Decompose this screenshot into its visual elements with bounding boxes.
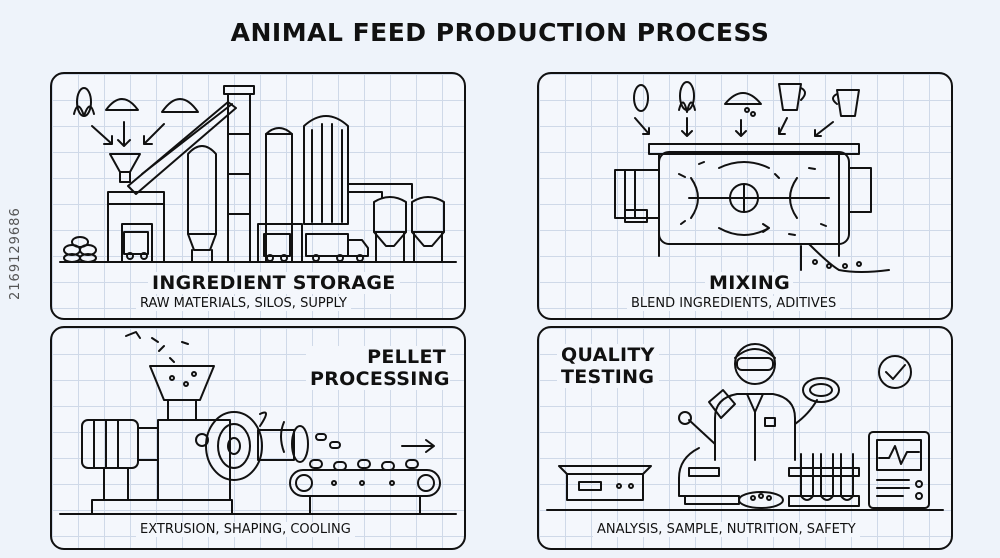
quality-subtitle: ANALYSIS, SAMPLE, NUTRITION, SAFETY — [593, 522, 860, 537]
pitcher-icon — [836, 89, 860, 117]
pellet-heading-line2: PROCESSING — [310, 368, 450, 390]
pellet-subtitle: EXTRUSION, SHAPING, COOLING — [136, 522, 355, 537]
pellet-heading-line1: PELLET — [367, 346, 446, 368]
die-wheel — [205, 411, 263, 481]
corn-icon — [633, 84, 649, 112]
delivery-truck-icon — [305, 233, 349, 257]
silo-icon — [187, 145, 217, 235]
quality-illustration — [546, 343, 944, 511]
hopper-icon — [109, 153, 141, 173]
stock-id-watermark: 2169129686 — [8, 207, 23, 300]
check-circle-icon — [878, 355, 912, 389]
page-title: ANIMAL FEED PRODUCTION PROCESS — [230, 18, 770, 47]
quality-heading-line2: TESTING — [561, 366, 655, 388]
pellet-heading: PELLET PROCESSING — [306, 346, 450, 390]
panel-mixing: MIXING BLEND INGREDIENTS, ADITIVES — [537, 72, 953, 320]
mixing-illustration — [614, 81, 890, 273]
hopper-icon — [149, 365, 215, 401]
extruder-head — [291, 425, 309, 463]
storage-illustration — [59, 85, 457, 263]
panel-ingredient-storage: INGREDIENT STORAGE RAW MATERIALS, SILOS,… — [50, 72, 466, 320]
quality-heading-line1: QUALITY — [561, 344, 655, 366]
motor-icon — [81, 419, 139, 469]
truck-icon — [123, 231, 149, 255]
grain-pile-icon — [105, 98, 139, 111]
petri-dish-icon — [802, 377, 840, 403]
cooling-conveyor — [289, 469, 441, 497]
pellet-illustration — [59, 331, 457, 515]
corn-icon — [679, 81, 695, 111]
scientist-head — [734, 343, 776, 385]
mixing-subtitle: BLEND INGREDIENTS, ADITIVES — [627, 296, 841, 311]
panel-quality-testing: QUALITY TESTING ANALYSIS, SAMPLE, NUTRIT… — [537, 326, 953, 550]
analyzer-monitor — [868, 431, 930, 509]
microscope-icon — [708, 389, 736, 419]
corn-icon — [76, 87, 92, 117]
powder-pile-icon — [724, 92, 762, 105]
storage-subtitle: RAW MATERIALS, SILOS, SUPPLY — [136, 296, 351, 311]
goggles-icon — [736, 357, 774, 371]
conveyor-belt — [127, 101, 237, 195]
elevator-tower — [227, 93, 251, 263]
quality-heading: QUALITY TESTING — [557, 344, 659, 388]
storage-heading: INGREDIENT STORAGE — [148, 272, 400, 294]
mixing-heading: MIXING — [705, 272, 793, 294]
powder-pile-icon — [161, 98, 199, 113]
pitcher-icon — [778, 83, 802, 111]
panel-pellet-processing: PELLET PROCESSING EXTRUSION, SHAPING, CO… — [50, 326, 466, 550]
